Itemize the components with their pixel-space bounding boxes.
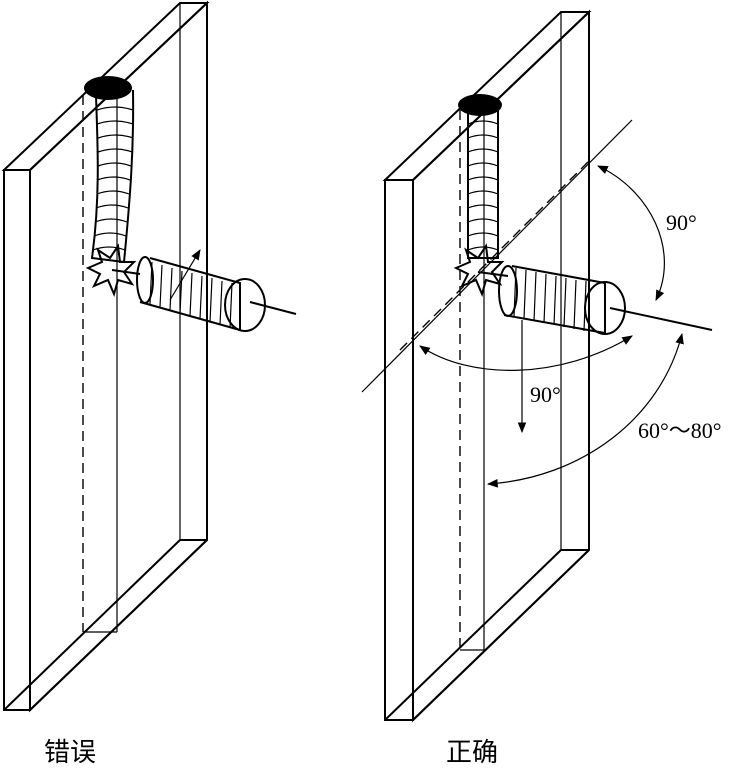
wrong-groove [82, 95, 118, 633]
right-groove [459, 110, 485, 651]
right-panel: 90° 90° 60°～80° [361, 9, 722, 723]
right-arc-electrode [486, 332, 684, 488]
right-weld-bead [458, 94, 502, 259]
right-arc-top-90 [597, 165, 665, 301]
right-arc-spark [453, 243, 505, 297]
right-guide-line-2 [399, 159, 591, 351]
right-plate [382, 9, 592, 723]
angle-label-top: 90° [666, 210, 697, 235]
caption-right: 正确 [446, 738, 499, 767]
right-electrode-holder [498, 265, 713, 335]
caption-wrong: 错误 [44, 738, 97, 767]
wrong-panel [1, 0, 297, 713]
wrong-electrode-holder [136, 249, 297, 332]
right-arc-bottom-90 [419, 335, 633, 371]
wrong-arc-spark [85, 243, 137, 297]
angle-label-bottom: 90° [530, 382, 561, 407]
angle-label-electrode: 60°～80° [638, 418, 722, 443]
wrong-plate [1, 0, 210, 713]
wrong-weld-bead [84, 76, 135, 264]
